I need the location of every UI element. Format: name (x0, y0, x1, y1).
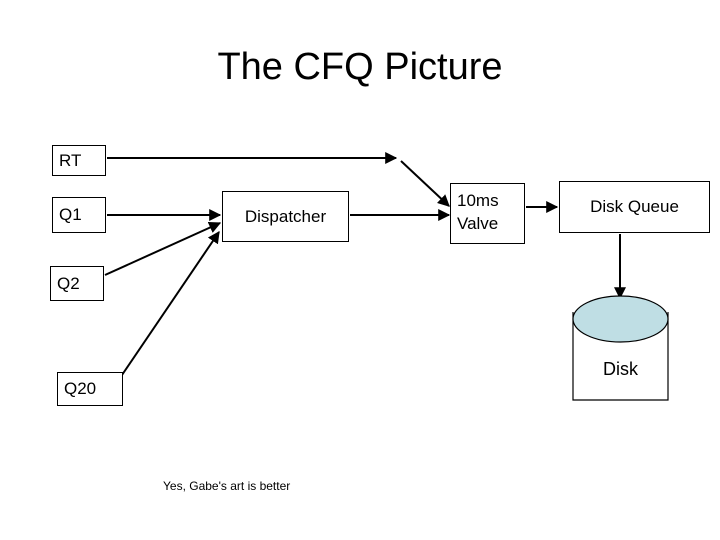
queue-box-q2-label: Q2 (57, 273, 80, 293)
connector-rt-to-valve-diagonal (400, 160, 450, 207)
queue-box-q1[interactable]: Q1 (52, 197, 106, 233)
queue-box-q2[interactable]: Q2 (50, 266, 104, 301)
dispatcher-box[interactable]: Dispatcher (222, 191, 349, 242)
disk-queue-box[interactable]: Disk Queue (559, 181, 710, 233)
connector-q2-to-dispatcher (104, 221, 222, 276)
valve-box-label: 10ms Valve (457, 191, 499, 233)
disk-cylinder-top-ellipse (572, 295, 669, 343)
page-title: The CFQ Picture (217, 46, 503, 88)
footnote-text: Yes, Gabe's art is better (163, 479, 291, 493)
queue-box-q1-label: Q1 (59, 205, 82, 224)
valve-box[interactable]: 10ms Valve (450, 183, 525, 244)
queue-box-rt[interactable]: RT (52, 145, 106, 176)
queue-box-rt-label: RT (59, 150, 82, 170)
dispatcher-box-label: Dispatcher (244, 206, 327, 226)
disk-queue-box-label: Disk Queue (590, 197, 679, 216)
connector-q20-to-dispatcher (121, 231, 220, 376)
disk-label: Disk (603, 359, 638, 379)
disk-cylinder-shape[interactable] (560, 290, 680, 408)
queue-box-q20[interactable]: Q20 (57, 372, 123, 406)
queue-box-q20-label: Q20 (64, 379, 97, 398)
